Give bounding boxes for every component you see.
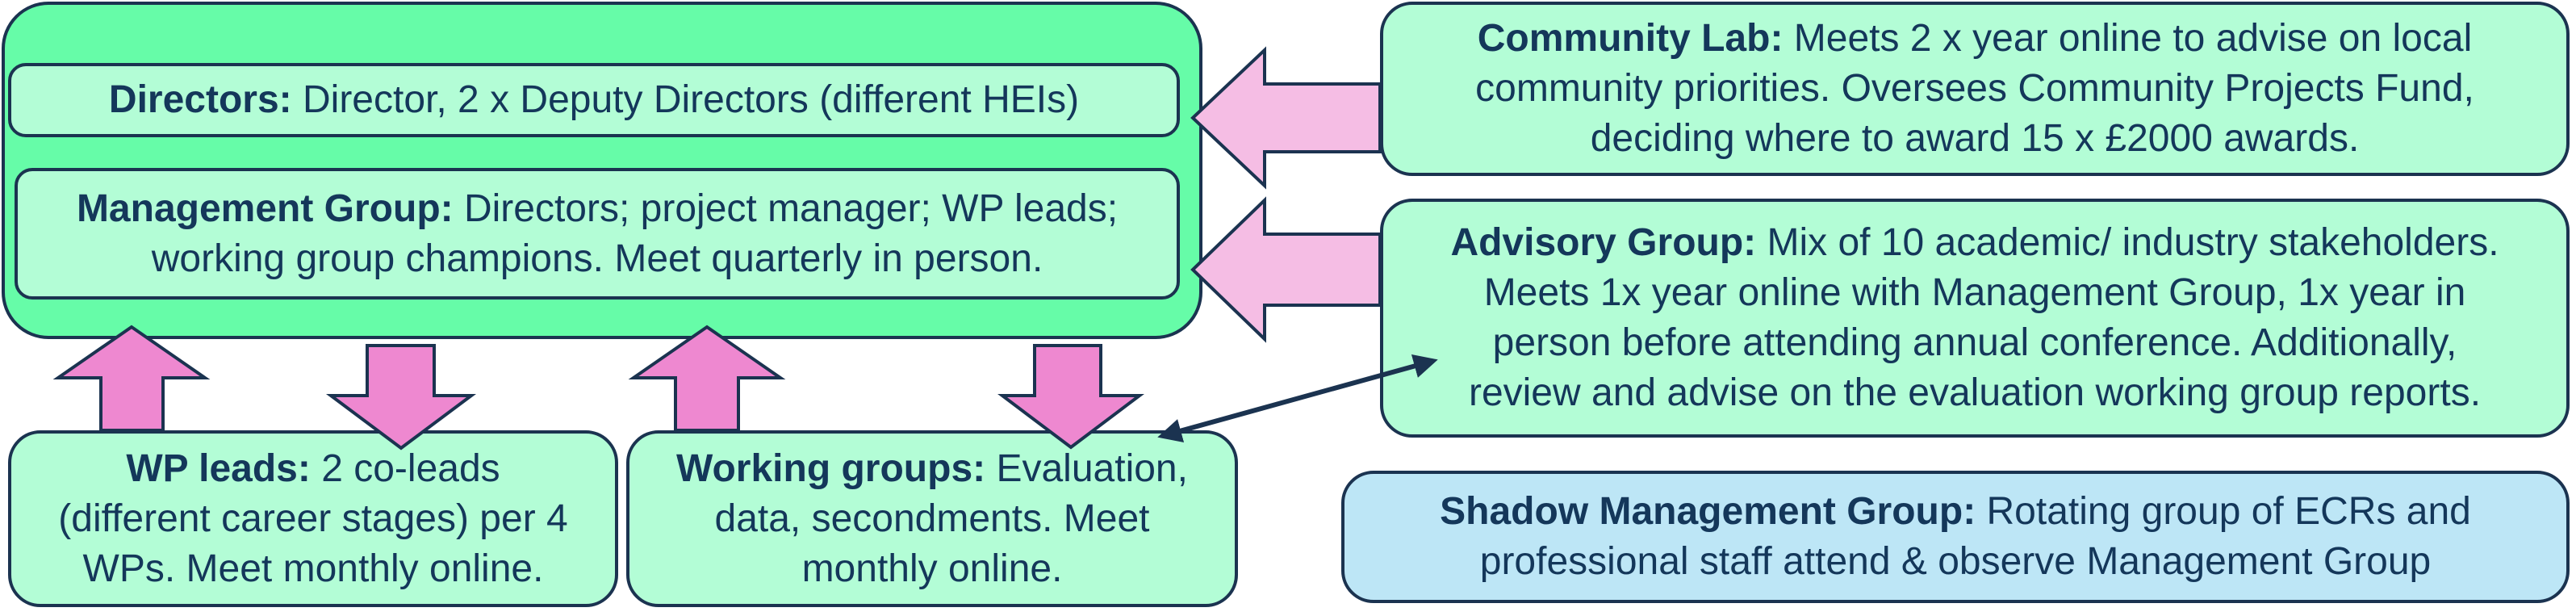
up-arrow-wp-to-management xyxy=(52,325,211,432)
directors-box: Directors: Director, 2 x Deputy Director… xyxy=(8,63,1180,137)
left-arrow-advisory-to-management xyxy=(1190,196,1382,343)
shadow-management-group-line-2: professional staff attend & observe Mana… xyxy=(1479,540,2432,583)
working-groups-box: Working groups: Evaluation, data, second… xyxy=(626,430,1238,607)
left-arrow-community-lab-to-directors xyxy=(1190,46,1382,190)
directors-text: Directors: Director, 2 x Deputy Director… xyxy=(93,75,1095,125)
community-lab-title: Community Lab: xyxy=(1477,17,1784,60)
wp-leads-line-2: (different career stages) per 4 xyxy=(58,497,568,540)
working-groups-text: Working groups: Evaluation, data, second… xyxy=(660,444,1204,594)
community-lab-box: Community Lab: Meets 2 x year online to … xyxy=(1380,2,2570,176)
shadow-management-group-line-1: Rotating group of ECRs and xyxy=(1976,490,2471,533)
community-lab-text: Community Lab: Meets 2 x year online to … xyxy=(1459,14,2490,164)
advisory-group-line-2: Meets 1x year online with Management Gro… xyxy=(1483,271,2466,314)
double-arrow-advisory-working-groups xyxy=(1157,354,1438,443)
working-groups-line-2: data, secondments. Meet xyxy=(714,497,1150,540)
advisory-group-line-4: review and advise on the evaluation work… xyxy=(1468,371,2482,414)
wp-leads-text: WP leads: 2 co-leads (different career s… xyxy=(42,444,583,594)
working-groups-title: Working groups: xyxy=(676,446,986,490)
wp-leads-line-1: 2 co-leads xyxy=(310,446,500,490)
advisory-group-title: Advisory Group: xyxy=(1450,221,1757,264)
directors-description: Director, 2 x Deputy Directors (differen… xyxy=(291,78,1080,121)
shadow-management-group-title: Shadow Management Group: xyxy=(1440,490,1976,533)
management-group-text: Management Group: Directors; project man… xyxy=(61,184,1134,284)
down-arrow-management-to-working-groups xyxy=(997,344,1144,450)
management-group-title: Management Group: xyxy=(76,186,454,230)
down-arrow-management-to-wp xyxy=(325,344,477,450)
community-lab-line-2: community priorities. Oversees Community… xyxy=(1475,67,2474,110)
management-group-box: Management Group: Directors; project man… xyxy=(15,168,1180,300)
community-lab-line-1: Meets 2 x year online to advise on local xyxy=(1783,17,2473,60)
advisory-group-line-3: person before attending annual conferenc… xyxy=(1492,321,2457,364)
directors-title: Directors: xyxy=(108,78,292,121)
advisory-group-text: Advisory Group: Mix of 10 academic/ indu… xyxy=(1434,218,2515,418)
wp-leads-box: WP leads: 2 co-leads (different career s… xyxy=(8,430,618,607)
working-groups-line-3: monthly online. xyxy=(801,547,1063,590)
shadow-management-group-text: Shadow Management Group: Rotating group … xyxy=(1424,487,2487,587)
advisory-group-box: Advisory Group: Mix of 10 academic/ indu… xyxy=(1380,199,2570,438)
community-lab-line-3: deciding where to award 15 x £2000 award… xyxy=(1590,117,2360,160)
management-group-line-1: Directors; project manager; WP leads; xyxy=(453,186,1119,230)
wp-leads-title: WP leads: xyxy=(126,446,311,490)
working-groups-line-1: Evaluation, xyxy=(985,446,1188,490)
advisory-group-line-1: Mix of 10 academic/ industry stakeholder… xyxy=(1756,221,2499,264)
up-arrow-working-groups-to-management xyxy=(628,325,786,432)
shadow-management-group-box: Shadow Management Group: Rotating group … xyxy=(1341,471,2570,603)
management-group-line-2: working group champions. Meet quarterly … xyxy=(151,237,1043,280)
wp-leads-line-3: WPs. Meet monthly online. xyxy=(82,547,544,590)
